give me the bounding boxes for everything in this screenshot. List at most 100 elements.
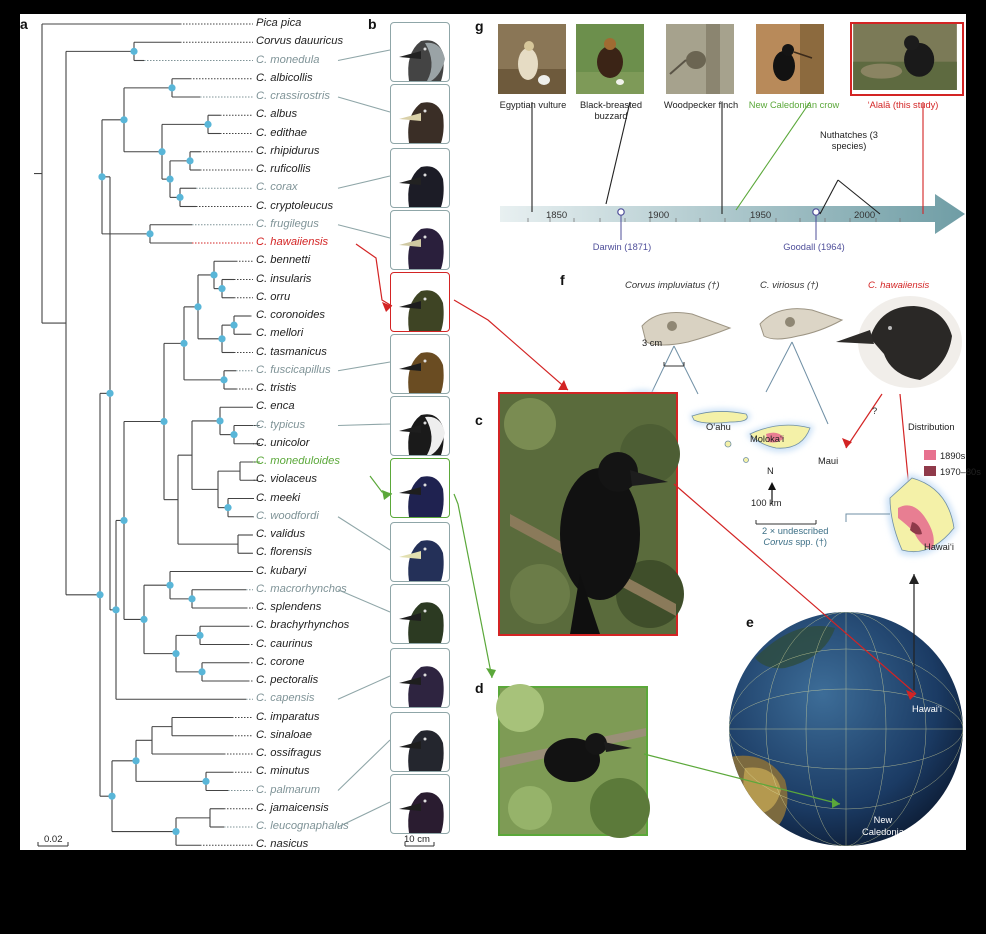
thumb-connector — [337, 49, 391, 62]
bird-head-thumbnail — [390, 210, 450, 270]
tree-node-support — [166, 175, 174, 183]
skull-impluviatus — [641, 312, 732, 346]
skull-viriosus — [759, 308, 844, 340]
panel-label-b: b — [368, 16, 377, 32]
bird-head-thumbnail — [390, 584, 450, 644]
tree-node-support — [204, 120, 212, 128]
taxon-label: C. nasicus — [256, 838, 309, 851]
tree-node-support — [160, 417, 168, 426]
taxon-label: C. palmarum — [256, 783, 321, 796]
taxon-label: C. tristis — [256, 382, 297, 394]
bird-head-thumbnail — [390, 712, 450, 772]
bird-head-thumbnail — [390, 84, 450, 144]
tick-2000: 2000 — [854, 210, 876, 221]
label-c-hawaiiensis-map: C. hawaiiensis — [868, 280, 930, 291]
taxon-label: C. albus — [256, 108, 298, 121]
thumb-connector — [337, 175, 391, 189]
tick-1850: 1850 — [546, 210, 568, 221]
tree-node-support — [230, 321, 238, 329]
nc-line2: Caledonia — [862, 827, 904, 837]
dist-1890s-maui — [766, 432, 784, 443]
island-kahoolawe — [743, 457, 749, 463]
taxon-label: C. frugilegus — [256, 217, 319, 230]
tree-node-support — [186, 157, 194, 165]
taxon-label: C. coronoides — [256, 309, 326, 321]
bird-head-thumbnail — [390, 148, 450, 208]
taxon-label: C. rhipidurus — [256, 144, 320, 157]
label-black-breasted-buzzard: Black-breasted buzzard — [579, 100, 642, 121]
thumb-connector — [337, 675, 391, 700]
label-alala: ʻAlalā (this study) — [867, 100, 939, 110]
tree-node-support — [130, 47, 138, 55]
legend-1890s: 1890s — [940, 451, 966, 461]
tree-node-support — [120, 116, 128, 124]
tree-node-support — [196, 631, 204, 639]
tree-scale-label: 0.02 — [44, 834, 63, 845]
legend-title: Distribution — [908, 422, 955, 432]
taxon-label: C. typicus — [256, 418, 306, 431]
bird-head-thumbnail — [390, 396, 450, 456]
label-hawaii: Hawaiʻi — [924, 542, 954, 552]
taxon-label: C. moneduloides — [256, 455, 340, 467]
label-maui: Maui — [818, 456, 839, 466]
tree-node-support — [220, 376, 228, 384]
taxon-label: C. insularis — [256, 272, 312, 285]
tree-node-support — [132, 757, 140, 765]
taxon-label: C. edithae — [256, 126, 307, 139]
tree-node-support — [108, 792, 116, 800]
thumb-scale-label: 10 cm — [404, 834, 430, 845]
legend-1890s-swatch — [924, 450, 936, 460]
photo-woodpecker-finch — [666, 24, 734, 94]
thumb-connector — [337, 739, 391, 791]
photo-new-caledonian-crow — [756, 24, 824, 94]
tree-node-support — [140, 615, 148, 624]
taxon-label: C. bennetti — [256, 254, 311, 267]
thumb-connector — [337, 589, 391, 613]
taxon-label: C. leucognaphalus — [256, 820, 349, 832]
taxon-label: C. corone — [256, 655, 305, 668]
label-new-caledonian-crow: New Caledonian crow — [748, 100, 840, 110]
thumb-connector — [337, 361, 391, 372]
taxon-label: C. hawaiiensis — [256, 236, 329, 248]
photo-d-new-caledonian-crow — [496, 684, 650, 838]
tree-node-support — [194, 303, 202, 311]
label-molokai: Molokaʻi — [750, 434, 785, 444]
timeline — [500, 101, 965, 240]
photo-egyptian-vulture — [498, 24, 566, 94]
taxon-label: C. ruficollis — [256, 163, 311, 175]
label-north: N — [767, 466, 774, 476]
globe — [729, 612, 963, 846]
taxon-label: C. woodfordi — [256, 509, 319, 522]
taxon-label: C. brachyrhynchos — [256, 619, 350, 632]
photo-c-alala — [498, 392, 684, 636]
taxon-label: C. kubaryi — [256, 564, 307, 577]
taxon-label: C. monedula — [256, 53, 320, 66]
taxon-label: C. cryptoleucus — [256, 199, 334, 212]
tree-node-support — [172, 650, 180, 658]
thumb-connector — [337, 516, 391, 551]
tick-1900: 1900 — [648, 210, 670, 221]
panel-label-g: g — [475, 18, 484, 34]
label-c-viriosus: C. viriosus (†) — [760, 280, 819, 291]
panel-label-a: a — [20, 16, 28, 32]
bird-head-thumbnail — [390, 334, 450, 394]
label-corvus-impluviatus: Corvus impluviatus (†) — [625, 280, 720, 291]
taxon-label: C. pectoralis — [256, 674, 319, 686]
tree-node-support — [98, 173, 106, 181]
tree-node-support — [218, 285, 226, 293]
taxon-label: C. enca — [256, 400, 295, 413]
label-3cm: 3 cm — [642, 338, 663, 348]
bird-head-thumbnail — [390, 272, 450, 332]
tree-node-support — [198, 668, 206, 676]
taxon-label: C. crassirostris — [256, 90, 330, 102]
taxon-label: C. sinaloae — [256, 728, 312, 741]
taxon-label: C. florensis — [256, 546, 312, 559]
island-lanai — [724, 440, 732, 448]
bird-head-thumbnail — [390, 774, 450, 834]
tree-node-support — [180, 339, 188, 347]
bird-head-thumbnail — [390, 522, 450, 582]
tree-node-support — [158, 148, 166, 156]
nc-line1: New — [873, 815, 893, 825]
tick-1950: 1950 — [750, 210, 772, 221]
